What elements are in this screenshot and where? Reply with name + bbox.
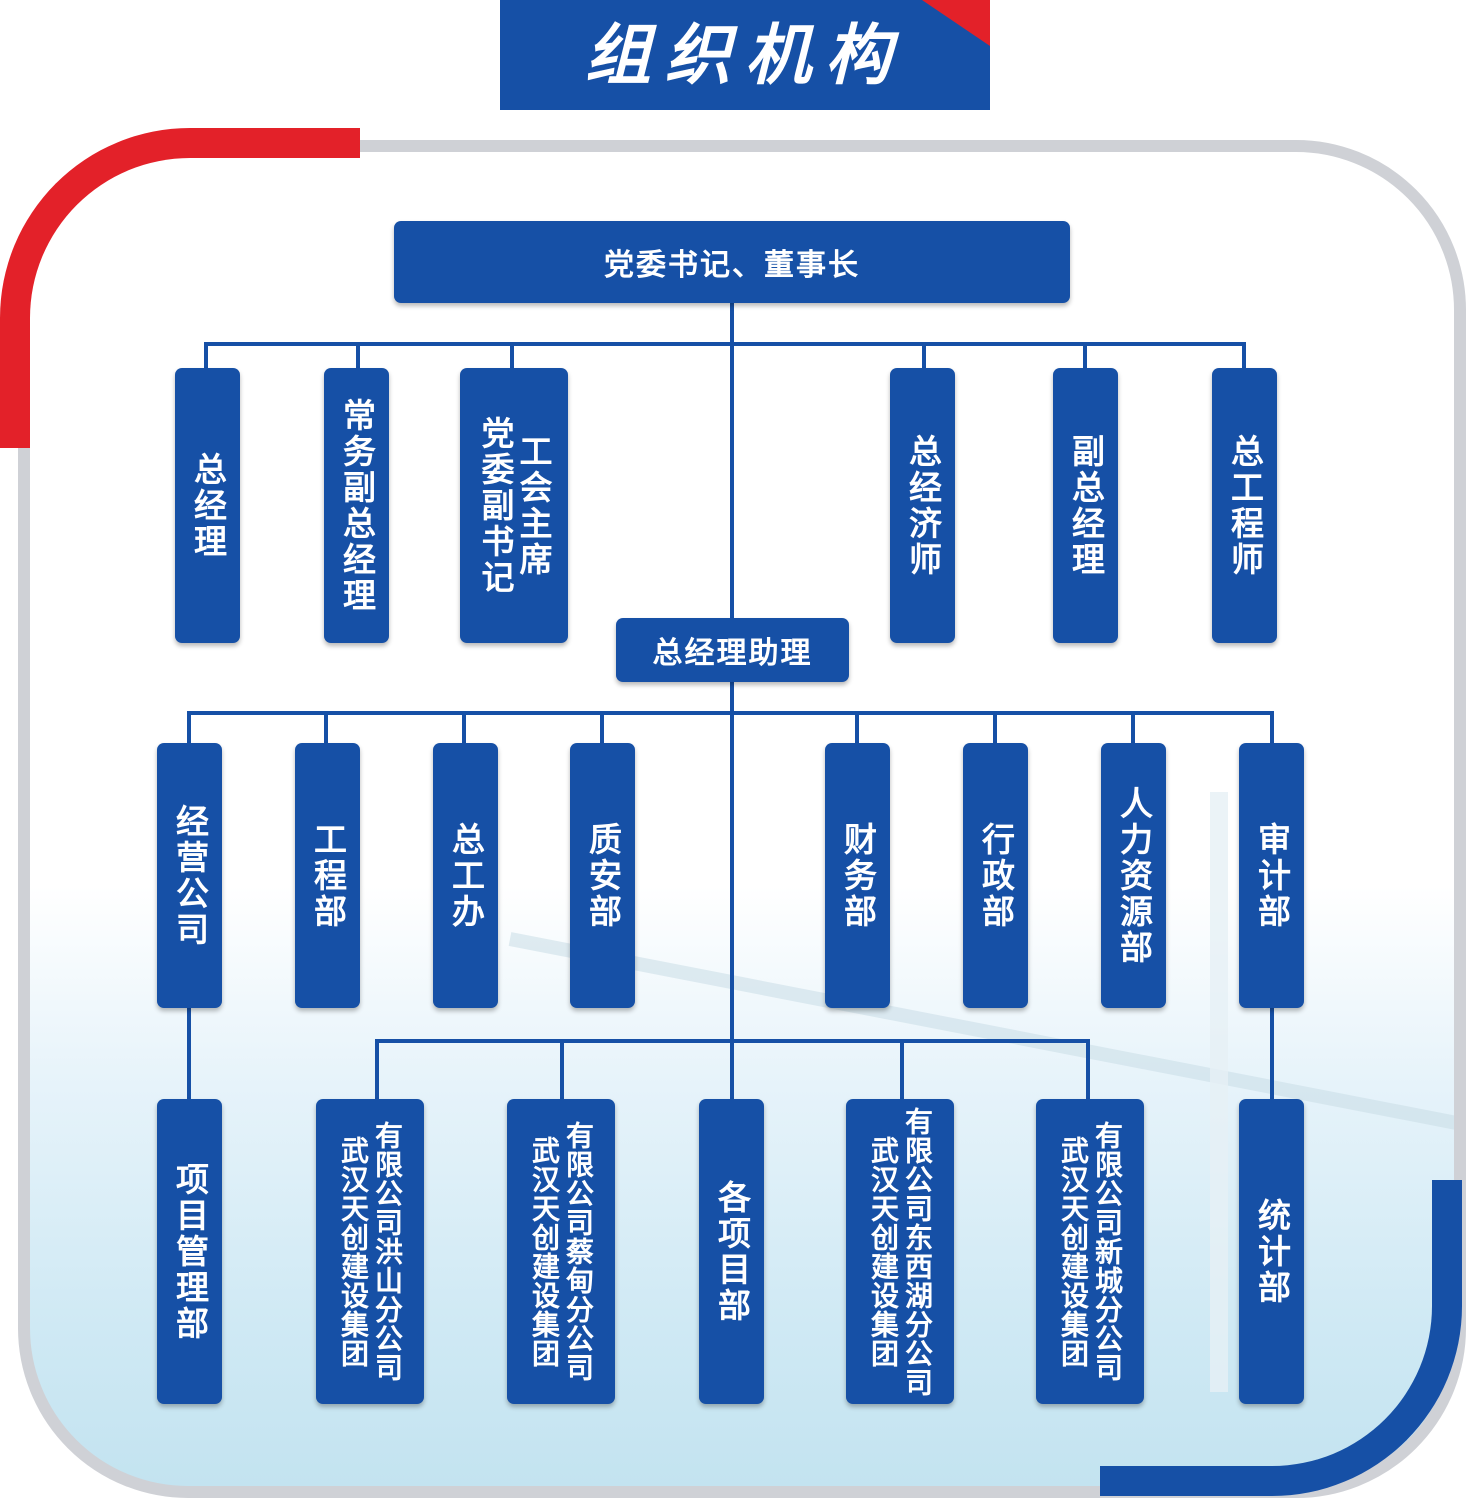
node-dongxihu-branch: 有限公司东西湖分公司 武汉天创建设集团 — [846, 1099, 954, 1404]
node-label: 各项目部 — [712, 1179, 752, 1324]
connector-drop — [900, 1039, 904, 1101]
node-label: 总经理 — [188, 451, 228, 560]
connector-drop — [462, 711, 466, 745]
node-label-line1: 有限公司新城分公司 — [1091, 1121, 1124, 1382]
node-label: 统计部 — [1252, 1197, 1292, 1306]
node-label: 总经济师 — [903, 433, 943, 578]
node-chief-engineer-office: 总工办 — [433, 743, 498, 1008]
node-general-manager: 总经理 — [175, 368, 240, 643]
title-banner: 组织机构 — [500, 0, 990, 110]
page-title: 组织机构 — [585, 16, 905, 94]
node-statistics-dept: 统计部 — [1239, 1099, 1304, 1404]
node-label-line1: 有限公司蔡甸分公司 — [562, 1121, 595, 1382]
connector-drop — [356, 342, 360, 370]
node-label: 副总经理 — [1066, 433, 1106, 578]
node-hongshan-branch: 有限公司洪山分公司 武汉天创建设集团 — [316, 1099, 424, 1404]
node-deputy-gm: 副总经理 — [1053, 368, 1118, 643]
node-label: 财务部 — [838, 821, 878, 930]
connector-drop — [1086, 1039, 1090, 1101]
node-label: 质安部 — [583, 821, 623, 930]
connector-drop — [560, 1039, 564, 1101]
node-chief-economist: 总经济师 — [890, 368, 955, 643]
node-project-management-dept: 项目管理部 — [157, 1099, 222, 1404]
connector-drop — [324, 711, 328, 745]
node-engineering-dept: 工程部 — [295, 743, 360, 1008]
node-caidian-branch: 有限公司蔡甸分公司 武汉天创建设集团 — [507, 1099, 615, 1404]
node-label-line2: 武汉天创建设集团 — [528, 1135, 561, 1368]
connector-drop — [1083, 342, 1087, 370]
node-xincheng-branch: 有限公司新城分公司 武汉天创建设集团 — [1036, 1099, 1144, 1404]
node-label: 党委书记、董事长 — [604, 248, 860, 283]
node-label: 经营公司 — [170, 803, 210, 948]
node-executive-deputy-gm: 常务副总经理 — [324, 368, 389, 643]
connector-drop — [855, 711, 859, 745]
node-label-line2: 武汉天创建设集团 — [337, 1135, 370, 1368]
connector-drop — [1131, 711, 1135, 745]
node-label: 行政部 — [976, 821, 1016, 930]
node-project-departments: 各项目部 — [699, 1099, 764, 1404]
node-label-line1: 工会主席 — [514, 433, 553, 578]
connector-drop — [510, 342, 514, 370]
node-label-line2: 武汉天创建设集团 — [867, 1135, 900, 1368]
node-business-company: 经营公司 — [157, 743, 222, 1008]
connector-dept-bus — [187, 711, 1274, 715]
banner-corner-red — [922, 0, 990, 46]
connector-drop — [204, 342, 208, 370]
node-label-line1: 有限公司洪山分公司 — [371, 1121, 404, 1382]
node-chief-engineer: 总工程师 — [1212, 368, 1277, 643]
node-administration-dept: 行政部 — [963, 743, 1028, 1008]
node-finance-dept: 财务部 — [825, 743, 890, 1008]
connector-drop — [1242, 342, 1246, 370]
connector-drop — [922, 342, 926, 370]
node-label: 审计部 — [1252, 821, 1292, 930]
connector-audit-to-statistics — [1270, 1005, 1274, 1101]
node-label-line2: 武汉天创建设集团 — [1057, 1135, 1090, 1368]
node-audit-dept: 审计部 — [1239, 743, 1304, 1008]
connector-level2-bus — [204, 342, 1246, 346]
node-human-resources-dept: 人力资源部 — [1101, 743, 1166, 1008]
node-union-chair-deputy-secretary: 工会主席 党委副书记 — [460, 368, 568, 643]
connector-business-to-project — [187, 1005, 191, 1101]
connector-trunk — [730, 300, 734, 1400]
connector-drop — [600, 711, 604, 745]
node-quality-safety-dept: 质安部 — [570, 743, 635, 1008]
node-label-line1: 有限公司东西湖分公司 — [901, 1106, 934, 1397]
node-gm-assistant: 总经理助理 — [616, 618, 849, 682]
node-label: 常务副总经理 — [337, 397, 377, 614]
node-label: 总工程师 — [1225, 433, 1265, 578]
node-label: 工程部 — [308, 821, 348, 930]
node-label: 项目管理部 — [170, 1161, 210, 1342]
node-label: 总经理助理 — [652, 636, 813, 671]
node-label: 人力资源部 — [1114, 785, 1154, 966]
connector-drop — [1270, 711, 1274, 745]
connector-drop — [187, 711, 191, 745]
connector-drop — [375, 1039, 379, 1101]
node-party-secretary-chairman: 党委书记、董事长 — [394, 221, 1070, 303]
node-label: 总工办 — [446, 821, 486, 930]
node-label-line2: 党委副书记 — [476, 415, 515, 596]
connector-drop — [993, 711, 997, 745]
connector-branch-bus — [375, 1039, 1090, 1043]
